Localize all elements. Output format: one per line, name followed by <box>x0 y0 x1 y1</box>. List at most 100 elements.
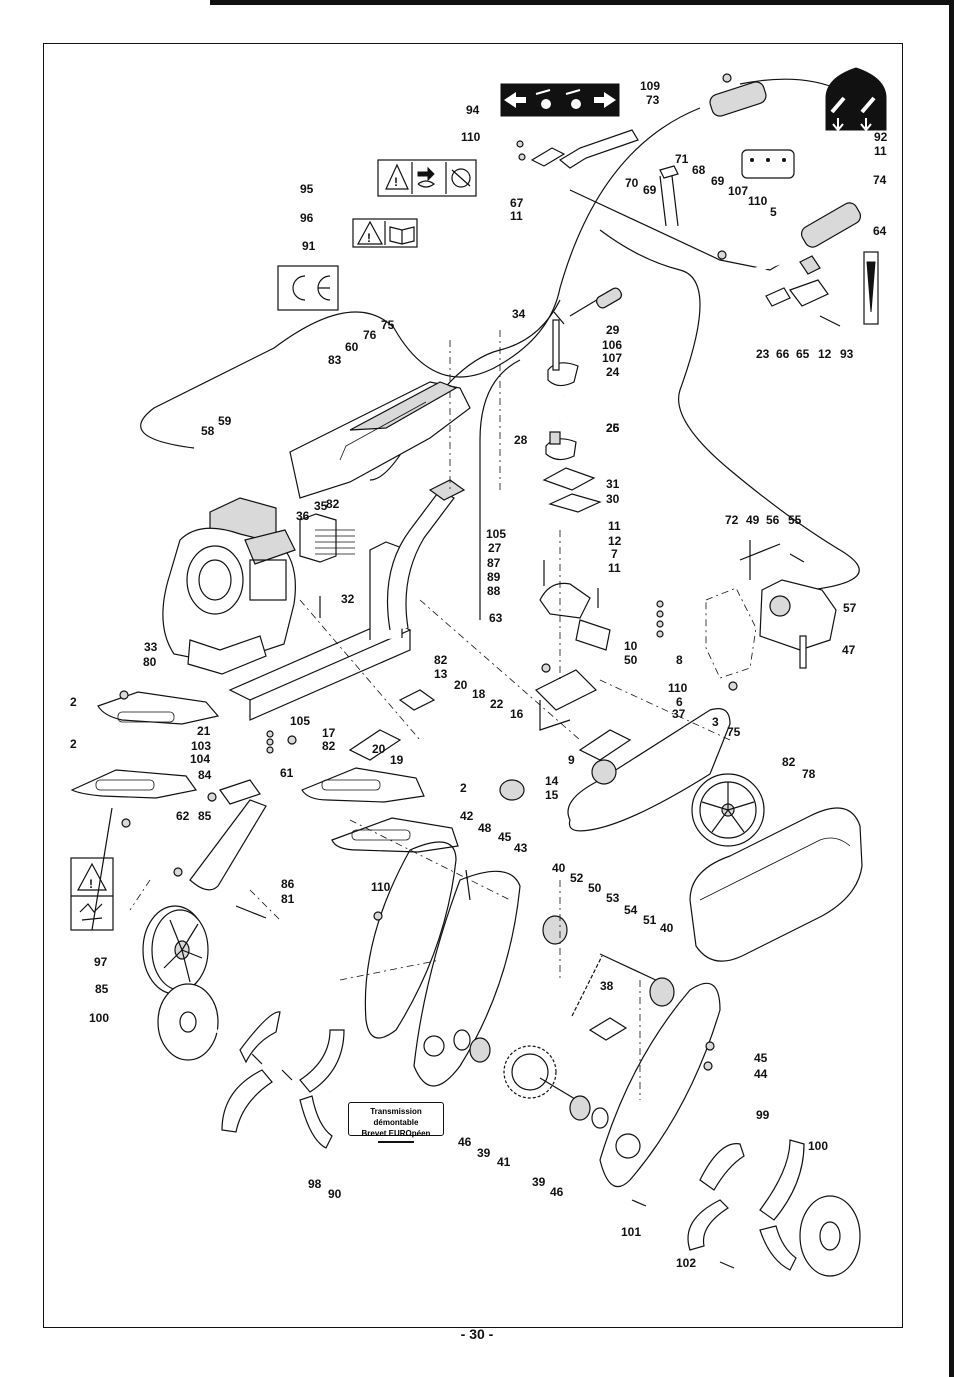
callout-5: 5 <box>770 205 777 219</box>
fenders <box>70 691 459 853</box>
decal-96: ! <box>352 218 418 248</box>
callout-51: 51 <box>643 913 657 927</box>
right-rule <box>949 0 954 1377</box>
callout-40: 40 <box>660 921 674 935</box>
callout-105: 105 <box>290 714 310 728</box>
handlebar-assembly <box>530 81 862 513</box>
callout-27: 27 <box>488 541 502 555</box>
callout-94: 94 <box>466 103 480 117</box>
right-tines <box>639 1139 861 1277</box>
tine-warning-icon: ! <box>70 807 114 931</box>
callout-70: 70 <box>625 176 639 190</box>
callout-20: 20 <box>454 678 468 692</box>
assembly-guides <box>129 330 731 1100</box>
callout-75: 75 <box>381 318 395 332</box>
callout-74: 74 <box>873 173 887 187</box>
callout-30: 30 <box>606 492 620 506</box>
callout-50: 50 <box>624 653 638 667</box>
callout-89: 89 <box>487 570 501 584</box>
callout-87: 87 <box>487 556 501 570</box>
callout-50: 50 <box>588 881 602 895</box>
callout-22: 22 <box>490 697 504 711</box>
callout-8: 8 <box>676 653 683 667</box>
callout-35: 35 <box>314 499 328 513</box>
callout-47: 47 <box>842 643 856 657</box>
callout-12: 12 <box>818 347 832 361</box>
callout-66: 66 <box>776 347 790 361</box>
callout-26: 26 <box>606 421 620 435</box>
callout-88: 88 <box>487 584 501 598</box>
callout-40: 40 <box>552 861 566 875</box>
callout-3: 3 <box>712 715 719 729</box>
callout-28: 28 <box>514 433 528 447</box>
callout-93: 93 <box>840 347 854 361</box>
callout-14: 14 <box>545 774 559 788</box>
callout-11: 11 <box>874 144 887 158</box>
callout-110: 110 <box>668 681 688 695</box>
transmission <box>364 708 863 1188</box>
chassis-frame <box>228 479 466 721</box>
callout-84: 84 <box>198 768 212 782</box>
callout-110: 110 <box>748 194 768 208</box>
callout-82: 82 <box>322 739 336 753</box>
callout-60: 60 <box>345 340 359 354</box>
patent-label-line1: Transmission démontable <box>370 1107 422 1127</box>
callout-9: 9 <box>568 753 575 767</box>
callout-20: 20 <box>372 742 386 756</box>
direction-arrows-decal <box>500 83 620 117</box>
callout-23: 23 <box>756 347 770 361</box>
callout-86: 86 <box>281 877 295 891</box>
callout-95: 95 <box>300 182 314 196</box>
callout-107: 107 <box>728 184 748 198</box>
callout-107: 107 <box>602 351 622 365</box>
callout-67: 67 <box>510 196 524 210</box>
callout-61: 61 <box>280 766 294 780</box>
callout-63: 63 <box>489 611 503 625</box>
callout-15: 15 <box>545 788 559 802</box>
middle-brackets <box>348 580 632 761</box>
callout-11: 11 <box>608 519 621 533</box>
callout-81: 81 <box>281 892 295 906</box>
lever-decal <box>825 67 887 132</box>
callout-106: 106 <box>602 338 622 352</box>
callout-62: 62 <box>176 809 190 823</box>
callout-105: 105 <box>486 527 506 541</box>
callout-85: 85 <box>198 809 212 823</box>
callout-91: 91 <box>302 239 316 253</box>
callout-85: 85 <box>95 982 109 996</box>
callout-103: 103 <box>191 739 211 753</box>
callout-104: 104 <box>190 752 210 766</box>
decal-103 <box>741 149 795 179</box>
callout-57: 57 <box>843 601 857 615</box>
callout-39: 39 <box>477 1146 491 1160</box>
callout-layer: 2223567891011111111121213141516171819202… <box>70 79 888 1270</box>
callout-64: 64 <box>873 224 887 238</box>
callout-54: 54 <box>624 903 638 917</box>
callout-12: 12 <box>608 534 622 548</box>
hardware-parts <box>119 73 751 1269</box>
callout-34: 34 <box>512 307 526 321</box>
decal-95: ! <box>377 159 477 197</box>
callout-56: 56 <box>766 513 780 527</box>
callout-39: 39 <box>532 1175 546 1189</box>
callout-29: 29 <box>606 323 620 337</box>
patent-label: Transmission démontable Brevet EUROpéen <box>348 1102 444 1143</box>
ce-mark-icon <box>277 265 339 311</box>
callout-101: 101 <box>621 1225 641 1239</box>
callout-83: 83 <box>328 353 342 367</box>
top-rule <box>210 0 954 5</box>
callout-6: 6 <box>676 695 683 709</box>
callout-53: 53 <box>606 891 620 905</box>
svg-text:!: ! <box>367 231 371 245</box>
callout-65: 65 <box>796 347 810 361</box>
callout-36: 36 <box>296 509 310 523</box>
callout-82: 82 <box>434 653 448 667</box>
callout-18: 18 <box>472 687 486 701</box>
callout-2: 2 <box>460 781 467 795</box>
callout-100: 100 <box>808 1139 828 1153</box>
callout-72: 72 <box>725 513 739 527</box>
callout-44: 44 <box>754 1067 768 1081</box>
callout-42: 42 <box>460 809 474 823</box>
callout-49: 49 <box>746 513 760 527</box>
